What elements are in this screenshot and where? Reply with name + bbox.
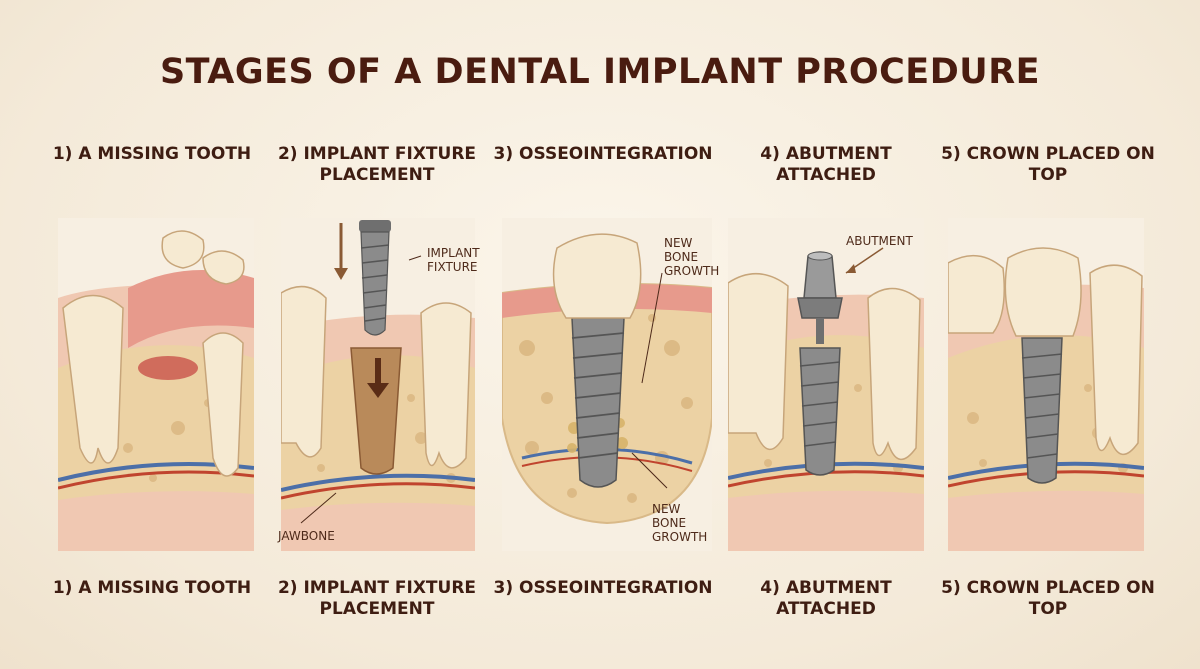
stage-1-illustration bbox=[58, 218, 254, 551]
implant-fixture bbox=[359, 220, 391, 336]
stage-2-bottom-label: 2) IMPLANT FIXTURE PLACEMENT bbox=[277, 578, 477, 619]
stage-4-illustration bbox=[728, 218, 924, 551]
stage-4-bottom-label: 4) ABUTMENT ATTACHED bbox=[760, 578, 892, 619]
jawbone-label: JAWBONE bbox=[278, 529, 335, 543]
stage-5-top-label: 5) CROWN PLACED ON TOP bbox=[941, 144, 1155, 185]
page-title: STAGES OF A DENTAL IMPLANT PROCEDURE bbox=[159, 52, 1041, 92]
stage-2-top-label: 2) IMPLANT FIXTURE PLACEMENT bbox=[277, 144, 477, 185]
abutment-label: ABUTMENT bbox=[846, 234, 913, 248]
stage-5-bottom-label: 5) CROWN PLACED ON TOP bbox=[941, 578, 1155, 619]
stage-1-bottom-label: 1) A MISSING TOOTH bbox=[52, 578, 252, 598]
stage-5-illustration bbox=[948, 218, 1144, 551]
new-bone-growth-bottom-label: NEW BONE GROWTH bbox=[652, 502, 708, 544]
stage-3-bottom-label: 3) OSSEOINTEGRATION bbox=[493, 578, 713, 598]
stage-2-illustration bbox=[281, 218, 475, 551]
stage-1-top-label: 1) A MISSING TOOTH bbox=[52, 144, 252, 164]
stage-4-top-label: 4) ABUTMENT ATTACHED bbox=[760, 144, 892, 185]
stage-3-top-label: 3) OSSEOINTEGRATION bbox=[493, 144, 713, 164]
stage-3-illustration bbox=[502, 218, 712, 551]
new-bone-growth-top-label: NEW BONE GROWTH bbox=[664, 236, 720, 278]
implant-fixture-label: IMPLANT FIXTURE bbox=[427, 246, 480, 274]
